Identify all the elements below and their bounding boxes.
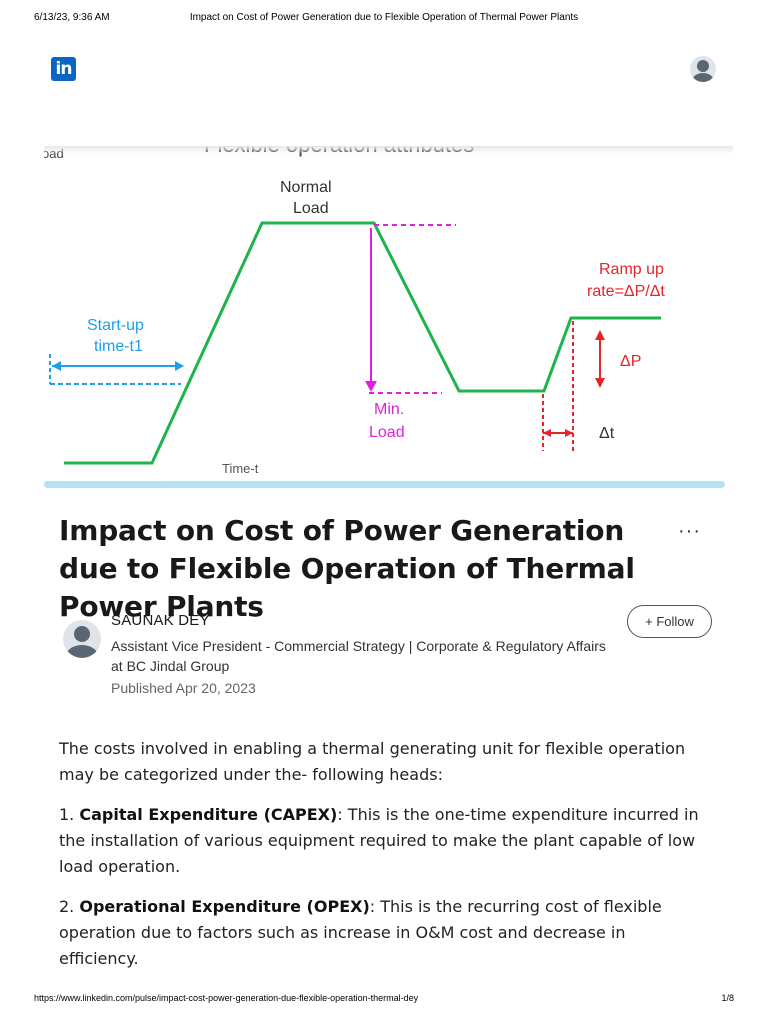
startup-label-1: Start-up [87,317,144,334]
hero-bottom-bar [44,481,725,488]
ramp-label-2: rate=ΔP/Δt [587,283,665,300]
startup-arrowhead-right [175,361,184,371]
print-title: Impact on Cost of Power Generation due t… [189,12,579,23]
capex-term: Capital Expenditure (CAPEX) [79,805,338,824]
delta-p-arrowhead-up [595,330,605,340]
article-body: The costs involved in enabling a thermal… [59,736,709,986]
author-name[interactable]: SAUNAK DEY [111,612,210,629]
delta-p-label: ΔP [620,353,641,370]
min-load-label-2: Load [369,424,405,441]
delta-t-arrowhead-right [565,429,573,437]
body-item-capex: 1. Capital Expenditure (CAPEX): This is … [59,802,709,880]
author-headline: Assistant Vice President - Commercial St… [111,638,606,674]
print-url: https://www.linkedin.com/pulse/impact-co… [34,993,419,1003]
article-title: Impact on Cost of Power Generation due t… [59,514,635,623]
normal-load-label-1: Normal [280,179,332,196]
ramp-label-1: Ramp up [599,261,664,278]
capex-text: : This is the one-time expenditure incur… [59,805,699,876]
published-date: Published Apr 20, 2023 [111,680,256,696]
body-intro: The costs involved in enabling a thermal… [59,739,686,784]
print-date: 6/13/23, 9:36 AM [34,12,110,23]
more-options-icon[interactable]: ··· [678,520,701,542]
person-icon [692,60,714,82]
body-item-opex: 2. Operational Expenditure (OPEX): This … [59,894,709,972]
min-load-label-1: Min. [374,401,404,418]
print-page-number: 1/8 [721,993,734,1003]
hero-image: Flexible operation attributes oad Normal… [44,146,725,489]
startup-label-2: time-t1 [94,338,143,355]
print-header: 6/13/23, 9:36 AM Impact on Cost of Power… [0,12,768,26]
normal-load-label-2: Load [293,200,329,217]
opex-term: Operational Expenditure (OPEX) [79,897,370,916]
capex-number: 1. [59,805,80,824]
hero-top-shadow [44,146,733,154]
opex-text: : This is the recurring cost of flexible… [59,897,662,968]
linkedin-logo-icon[interactable]: in [51,57,76,81]
linkedin-logo-text: in [55,59,73,79]
author-avatar[interactable] [63,620,101,658]
nav-profile-avatar[interactable] [690,56,716,82]
delta-t-arrowhead-left [543,429,551,437]
delta-t-label: Δt [599,425,615,442]
follow-button[interactable]: + Follow [627,605,712,638]
startup-arrowhead-left [52,361,61,371]
time-axis-label: Time-t [222,461,259,476]
person-icon [66,626,98,658]
opex-number: 2. [59,897,80,916]
flexible-operation-diagram: Flexible operation attributes oad Normal… [44,146,665,476]
print-footer: https://www.linkedin.com/pulse/impact-co… [0,993,768,1007]
delta-p-arrowhead-down [595,378,605,388]
load-drop-arrowhead [365,381,377,392]
load-curve [64,221,661,465]
